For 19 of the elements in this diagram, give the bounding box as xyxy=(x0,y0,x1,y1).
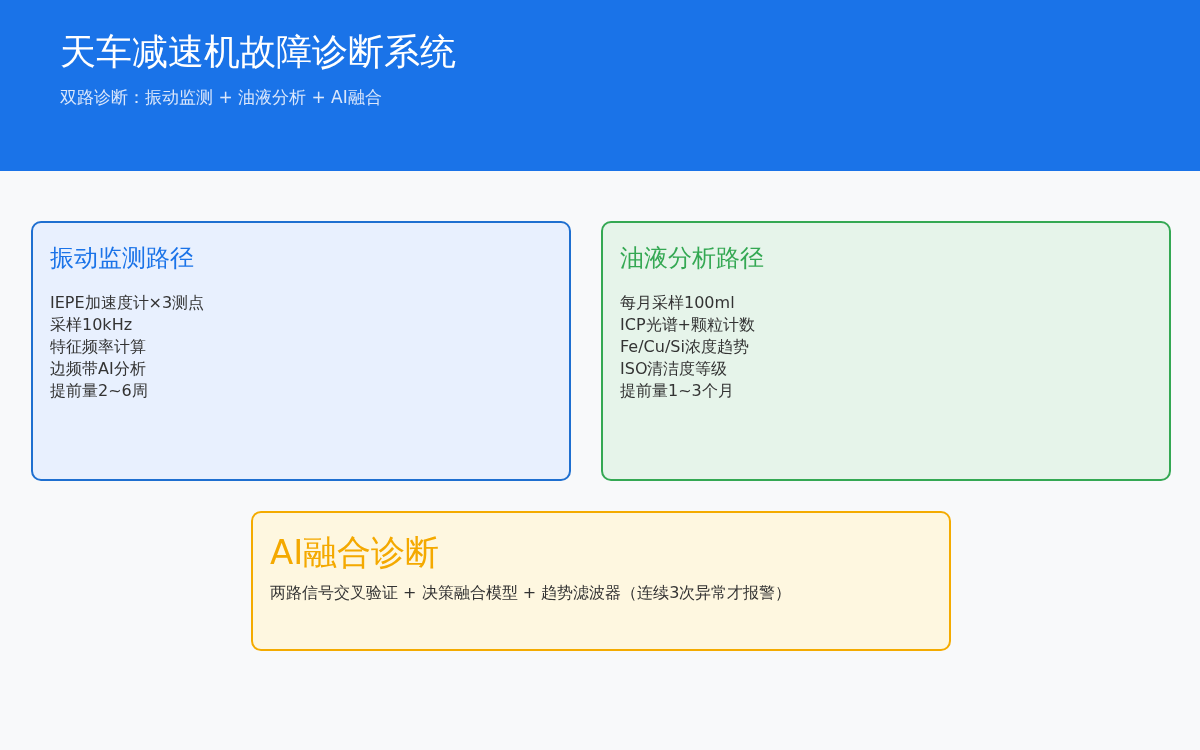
list-item: 提前量2~6周 xyxy=(50,380,148,402)
list-item: 每月采样100ml xyxy=(620,292,735,314)
panel-heading: 油液分析路径 xyxy=(620,243,764,273)
list-item: ICP光谱+颗粒计数 xyxy=(620,314,755,336)
panel-heading: AI融合诊断 xyxy=(270,531,440,574)
info-panel xyxy=(31,221,571,481)
subtitle: 双路诊断：振动监测 + 油液分析 + AI融合 xyxy=(60,86,382,108)
list-item: IEPE加速度计×3测点 xyxy=(50,292,205,314)
list-item: 提前量1~3个月 xyxy=(620,380,734,402)
summary-panel xyxy=(251,511,951,651)
list-item: Fe/Cu/Si浓度趋势 xyxy=(620,336,749,358)
list-item: 特征频率计算 xyxy=(50,336,146,358)
list-item: 边频带AI分析 xyxy=(50,358,146,380)
info-panel xyxy=(601,221,1171,481)
list-item: 采样10kHz xyxy=(50,314,133,336)
list-item: ISO清洁度等级 xyxy=(620,358,728,380)
description-text: 两路信号交叉验证 + 决策融合模型 + 趋势滤波器（连续3次异常才报警） xyxy=(270,582,792,604)
page-title: 天车减速机故障诊断系统 xyxy=(60,30,456,74)
panel-heading: 振动监测路径 xyxy=(50,243,194,273)
